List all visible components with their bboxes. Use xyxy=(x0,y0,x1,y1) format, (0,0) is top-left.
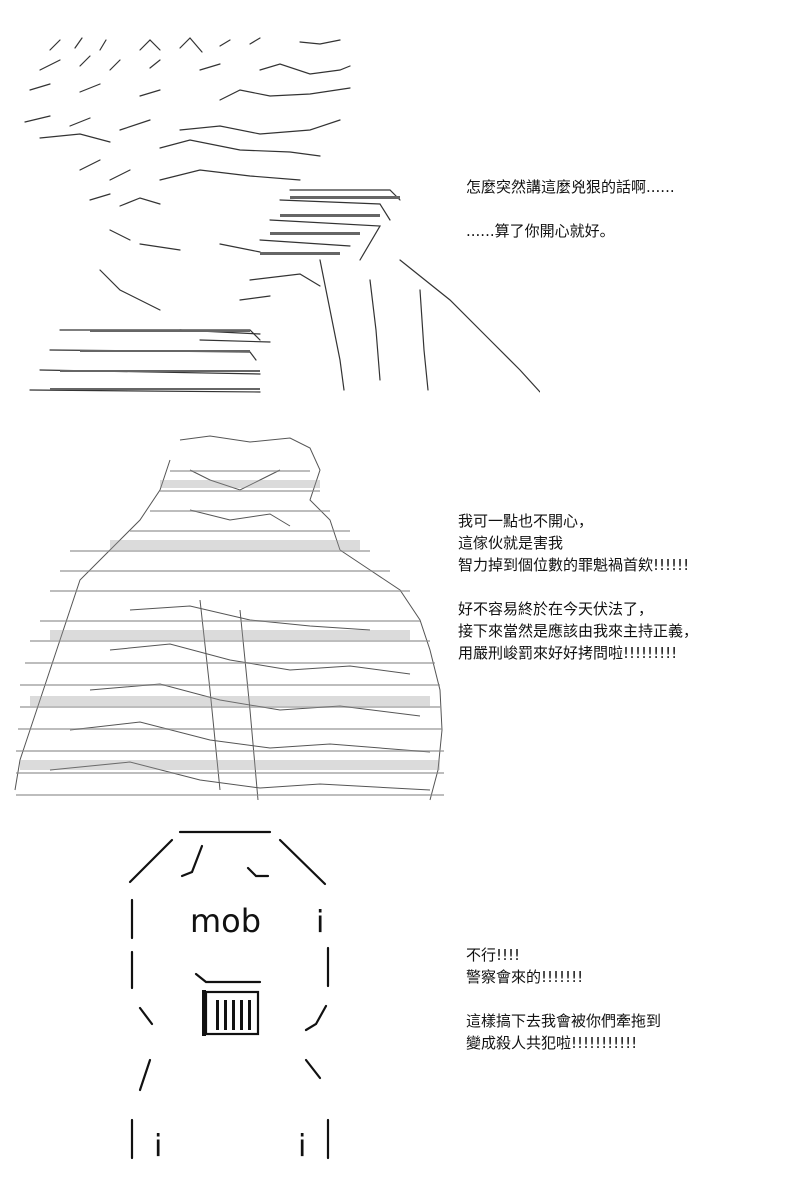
mob-leg-mark-right: i xyxy=(298,1129,306,1164)
dialogue-line: 智力掉到個位數的罪魁禍首欸!!!!!! xyxy=(458,556,690,574)
ascii-art-character-1 xyxy=(20,30,540,400)
dialogue-spacer xyxy=(466,198,675,220)
dialogue-line: 用嚴刑峻罰來好好拷問啦!!!!!!!!! xyxy=(458,644,678,662)
dialogue-line: ......算了你開心就好。 xyxy=(466,222,615,240)
dialogue-spacer xyxy=(458,576,698,598)
dialogue-line: 這樣搞下去我會被你們牽拖到 xyxy=(466,1012,662,1030)
mob-character-drawing: mob i i i xyxy=(128,830,330,1164)
teeth-box xyxy=(202,990,260,1036)
panel-3: mob i i i 不行!!!! 警察會來的!!!!!!! 這樣搞下去我會被你們… xyxy=(0,820,800,1200)
dialogue-line: 接下來當然是應該由我來主持正義， xyxy=(458,622,699,640)
panel-3-dialogue: 不行!!!! 警察會來的!!!!!!! 這樣搞下去我會被你們牽拖到 變成殺人共犯… xyxy=(466,944,661,1054)
mob-eye-mark: i xyxy=(316,905,324,940)
dialogue-line: 我可一點也不開心， xyxy=(458,512,594,530)
panel-1-dialogue: 怎麼突然講這麼兇狠的話啊...... ......算了你開心就好。 xyxy=(466,176,675,242)
character-1-drawing xyxy=(24,37,540,393)
mob-label: mob xyxy=(190,902,261,940)
panel-2-dialogue: 我可一點也不開心， 這傢伙就是害我 智力掉到個位數的罪魁禍首欸!!!!!! 好不… xyxy=(458,510,698,664)
dialogue-line: 警察會來的!!!!!!! xyxy=(466,968,584,986)
dialogue-spacer xyxy=(466,988,661,1010)
dialogue-line: 這傢伙就是害我 xyxy=(458,534,564,552)
dialogue-line: 不行!!!! xyxy=(466,946,521,964)
panel-1: 怎麼突然講這麼兇狠的話啊...... ......算了你開心就好。 xyxy=(0,0,800,400)
dialogue-line: 好不容易終於在今天伏法了， xyxy=(458,600,654,618)
ascii-art-mob-character: mob i i i xyxy=(120,820,350,1170)
mob-leg-mark-left: i xyxy=(154,1129,162,1164)
panel-2: 我可一點也不開心， 這傢伙就是害我 智力掉到個位數的罪魁禍首欸!!!!!! 好不… xyxy=(0,420,800,810)
dialogue-line: 怎麼突然講這麼兇狠的話啊...... xyxy=(466,178,675,196)
character-2-drawing xyxy=(14,435,444,801)
ascii-art-character-2 xyxy=(10,430,450,810)
dialogue-line: 變成殺人共犯啦!!!!!!!!!!! xyxy=(466,1034,638,1052)
